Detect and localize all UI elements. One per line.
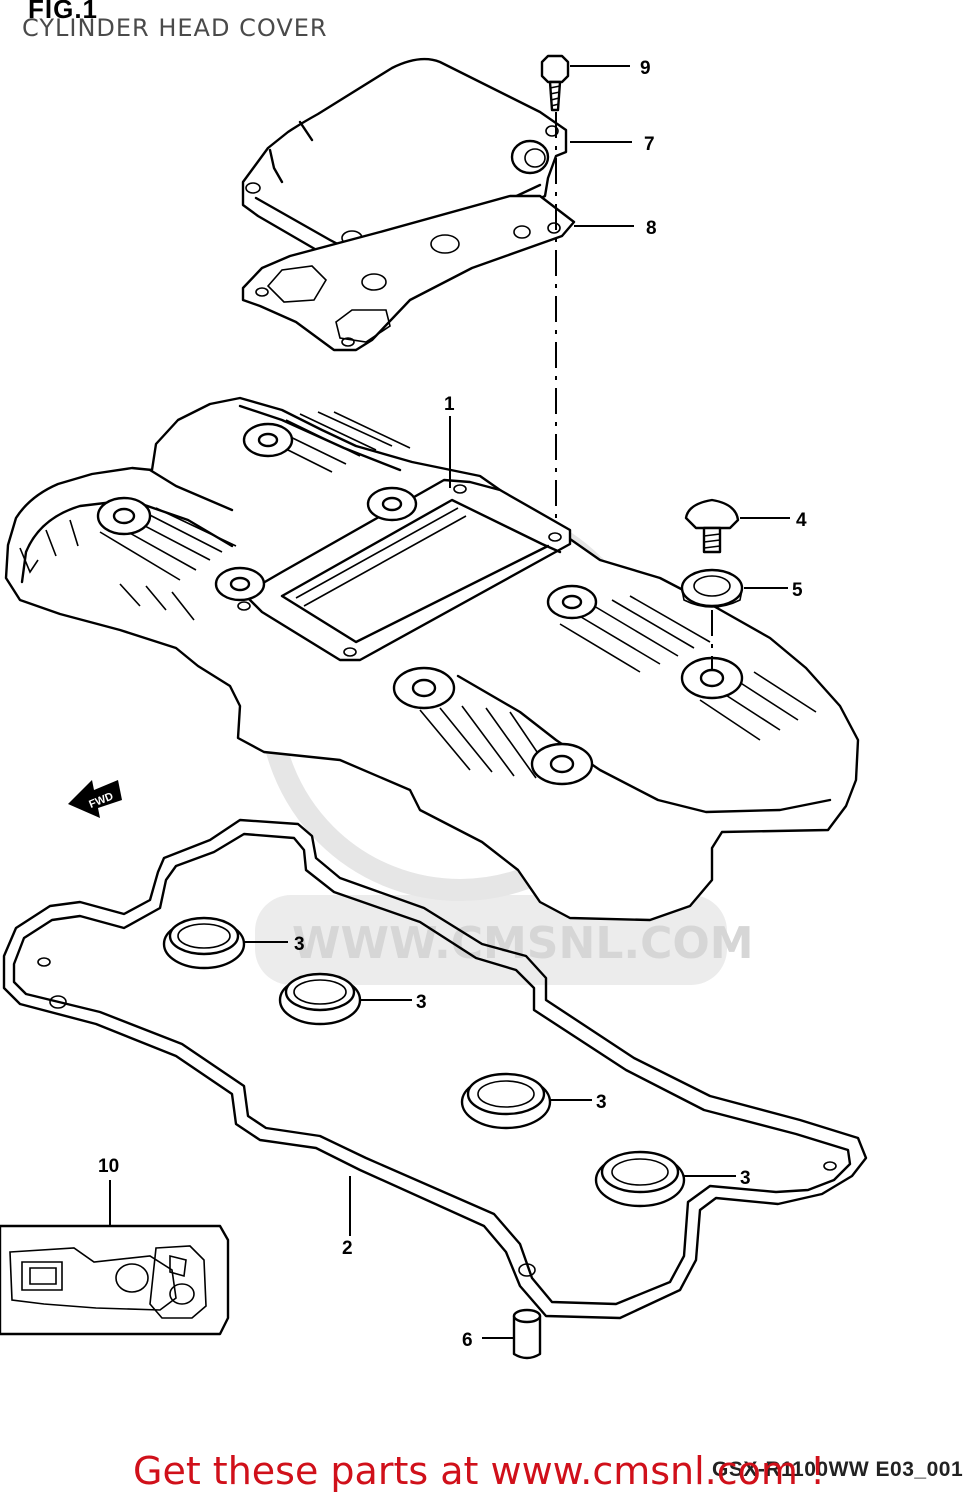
model-code: GSX-R1100WW E03_001 (712, 1458, 964, 1481)
callout-5: 5 (792, 580, 803, 601)
callout-7: 7 (644, 134, 655, 155)
part-8-gasket (241, 194, 576, 352)
part-10-gasket-set (0, 1224, 230, 1336)
callout-6: 6 (462, 1330, 473, 1351)
part-1-cylinder-head-cover (4, 396, 860, 922)
part-5-grommet (680, 568, 744, 670)
watermark-text: WWW.CMSNL.COM (292, 918, 754, 969)
callout-10: 10 (98, 1156, 119, 1177)
part-3-plug-gaskets (162, 916, 686, 1208)
callout-9: 9 (640, 58, 651, 79)
part-6-dowel-pin (512, 1308, 542, 1360)
callout-2: 2 (342, 1238, 353, 1259)
part-9-bolt (540, 54, 570, 112)
part-2-cover-gasket (2, 818, 868, 1320)
plug-gasket-1 (162, 916, 246, 970)
figure-title: CYLINDER HEAD COVER (22, 14, 328, 42)
plug-gasket-2 (278, 972, 362, 1026)
callout-3-fourth: 3 (740, 1168, 751, 1189)
callout-leaders (109, 65, 790, 1339)
callout-4: 4 (796, 510, 807, 531)
callout-3-third: 3 (596, 1092, 607, 1113)
figure-label: FIG.1 (28, 0, 99, 24)
callout-8: 8 (646, 218, 657, 239)
plug-gasket-4 (594, 1150, 686, 1208)
plug-gasket-3 (460, 1072, 552, 1130)
parts-link-banner[interactable]: Get these parts at www.cmsnl.com ! (133, 1449, 826, 1493)
part-4-bolt (684, 498, 740, 554)
forward-direction-arrow: FWD (68, 780, 122, 818)
callout-1: 1 (444, 394, 455, 415)
spark-plug-bosses (96, 422, 744, 786)
callout-3-first: 3 (294, 934, 305, 955)
callout-numbers: 9 7 8 1 4 5 3 3 3 3 10 2 6 (98, 58, 807, 1351)
callout-3-second: 3 (416, 992, 427, 1013)
